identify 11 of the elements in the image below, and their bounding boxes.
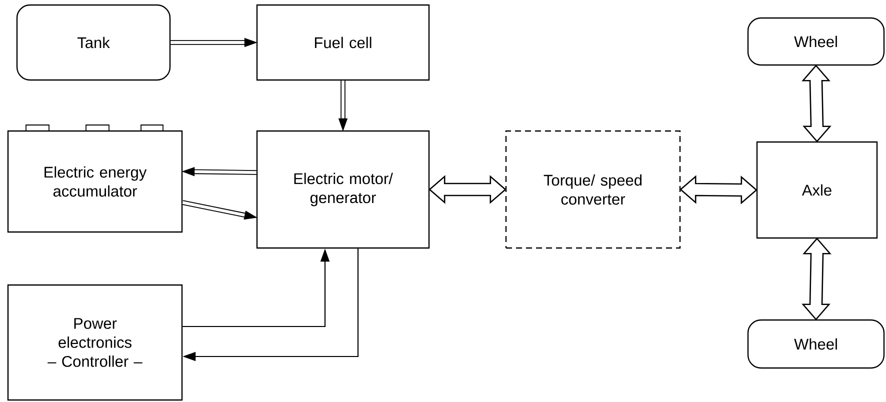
arrow <box>802 64 832 142</box>
arrow <box>428 175 506 204</box>
tank-box: Tank <box>16 4 171 81</box>
process-box: Axle <box>756 141 878 239</box>
process-box: Fuel cell <box>256 4 430 81</box>
wheel-box: Wheel <box>747 17 885 66</box>
battery-box: Electric energy accumulator <box>7 130 183 233</box>
process-box: Electric motor/ generator <box>256 130 430 249</box>
process-box: Power electronics – Controller – <box>7 284 183 401</box>
wheel-box: Wheel <box>747 319 885 369</box>
process-box: Torque/ speed converter <box>505 130 681 249</box>
